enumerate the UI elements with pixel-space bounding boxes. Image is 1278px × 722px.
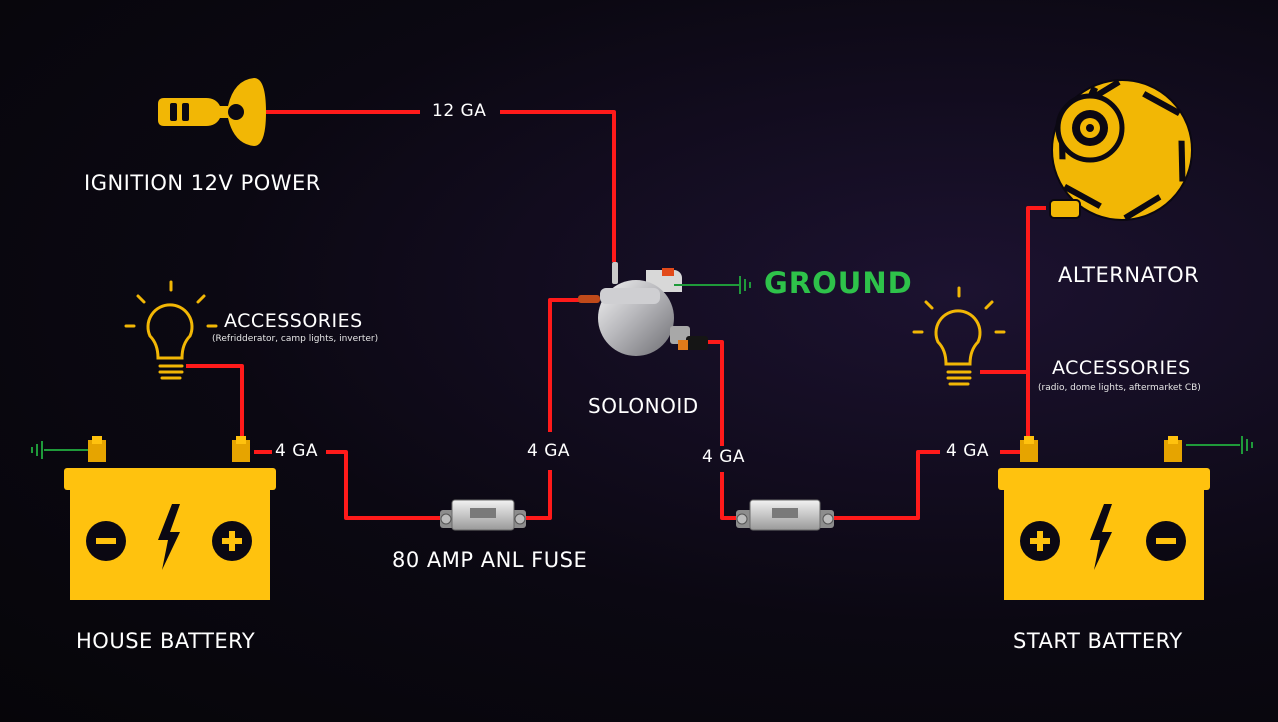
alternator-label: ALTERNATOR: [1058, 263, 1200, 287]
wire-gauge-house-out: 4 GA: [275, 441, 319, 461]
wire-house-to-fuse-b: [326, 450, 446, 520]
battery-icon-start: [998, 436, 1210, 600]
battery-icon: [64, 436, 276, 600]
wire-alternator: [1026, 206, 1046, 448]
wire-gauge-ignition: 12 GA: [432, 101, 487, 121]
wire-fuse2-to-start: [832, 450, 940, 520]
wire-gauge-solenoid-out: 4 GA: [702, 447, 746, 467]
accessories-left-label: ACCESSORIES: [224, 310, 363, 332]
solenoid-label: SOLONOID: [588, 394, 699, 418]
lightning-bolt-icon-start: [1090, 504, 1112, 570]
accessories-right-label: ACCESSORIES: [1052, 357, 1191, 379]
house-battery-label: HOUSE BATTERY: [76, 629, 256, 653]
ground-label: GROUND: [764, 266, 913, 300]
wires: [186, 110, 1046, 520]
accessories-right-sublabel: (radio, dome lights, aftermarket CB): [1038, 383, 1201, 393]
ground-symbol-right-icon: [1186, 436, 1253, 454]
anl-fuse-icon-2: [736, 499, 834, 531]
ground-symbol-icon: [674, 276, 751, 294]
wire-bulb-left: [186, 364, 244, 448]
wire-ignition-to-solenoid-b: [500, 110, 616, 262]
light-bulb-icon: [124, 280, 218, 380]
wire-solenoid-out: [706, 340, 724, 446]
wire-fuse-to-solenoid: [520, 470, 552, 520]
light-bulb-icon-right: [912, 286, 1006, 386]
ignition-label: IGNITION 12V POWER: [84, 171, 321, 195]
wire-solenoid-out-b: [720, 472, 740, 520]
ignition-key-icon: [158, 78, 266, 146]
anl-fuse-icon: [440, 499, 526, 531]
accessories-left-sublabel: (Refridderator, camp lights, inverter): [212, 334, 379, 344]
ground-symbol-left-icon: [31, 441, 90, 459]
start-battery-label: START BATTERY: [1013, 629, 1183, 653]
lightning-bolt-icon: [158, 504, 180, 570]
wire-gauge-start-in: 4 GA: [946, 441, 990, 461]
solenoid-icon: [578, 262, 708, 356]
wire-gauge-fuse-to-solenoid: 4 GA: [527, 441, 571, 461]
fuse-label: 80 AMP ANL FUSE: [392, 548, 588, 572]
alternator-icon: [1049, 79, 1193, 221]
wire-fuse-to-solenoid-b: [548, 298, 582, 432]
